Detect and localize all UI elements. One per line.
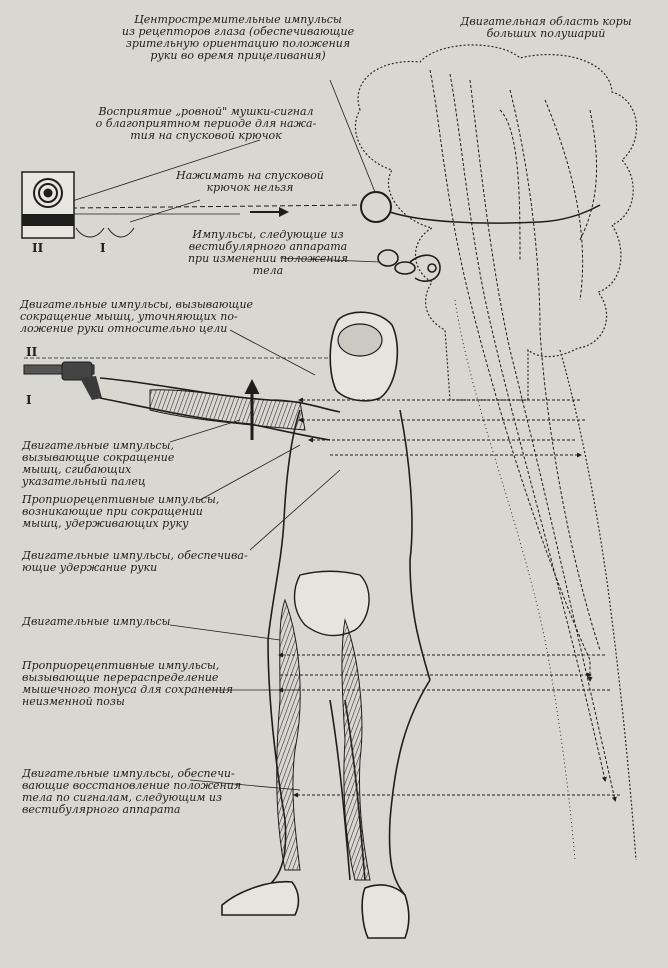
left-leg-muscles bbox=[276, 598, 301, 871]
label-centripetal-impulses: Центростремительные импульсы из рецептор… bbox=[121, 13, 355, 62]
hand-mark-I: I bbox=[26, 393, 32, 407]
label-proprio-hold-arm: Проприорецептивные импульсы, возникающие… bbox=[22, 493, 220, 530]
label-vestibular-impulses: Импульсы, следующие из вестибулярного ап… bbox=[187, 228, 349, 277]
label-motor-finger-flex: Двигательные импульсы, вызывающие сокращ… bbox=[22, 439, 175, 488]
label-motor-hold-arm: Двигательные импульсы, обеспечива- ющие … bbox=[22, 549, 248, 574]
target-board bbox=[21, 171, 75, 239]
hand-mark-II: II bbox=[26, 345, 38, 359]
label-motor-impulses: Двигательные импульсы bbox=[22, 615, 171, 628]
spinal-cord-outline bbox=[559, 349, 637, 861]
pelvis bbox=[293, 570, 370, 637]
label-proprio-tone: Проприорецептивные импульсы, вызывающие … bbox=[22, 659, 234, 708]
pistol bbox=[23, 361, 102, 400]
label-no-press: Нажимать на спусковой крючок нельзя bbox=[176, 169, 324, 194]
label-motor-cortex: Двигательная область коры больших полуша… bbox=[460, 15, 632, 40]
spinal-cord-inner bbox=[454, 299, 576, 861]
sight-curve bbox=[75, 227, 135, 238]
optic-nerve bbox=[389, 204, 601, 224]
right-leg-muscles bbox=[341, 618, 371, 881]
head-brain bbox=[337, 323, 383, 357]
label-even-sight-signal: Восприятие „ровной" мушки-сигнал о благо… bbox=[95, 105, 317, 142]
target-mark-II: II bbox=[32, 241, 44, 255]
eye bbox=[360, 191, 392, 223]
label-motor-restore-body: Двигательные импульсы, обеспечи- вающие … bbox=[22, 767, 242, 816]
impulse-lines bbox=[278, 397, 620, 798]
neural-pathways bbox=[429, 69, 617, 802]
vestibular-apparatus bbox=[377, 249, 441, 282]
brain-outline bbox=[354, 44, 638, 401]
arm-muscles bbox=[149, 389, 306, 431]
label-pointers bbox=[59, 79, 381, 791]
label-motor-refine-arm: Двигательные импульсы, вызывающие сокращ… bbox=[20, 298, 254, 335]
target-mark-I: I bbox=[100, 241, 106, 255]
sight-line bbox=[71, 204, 363, 209]
